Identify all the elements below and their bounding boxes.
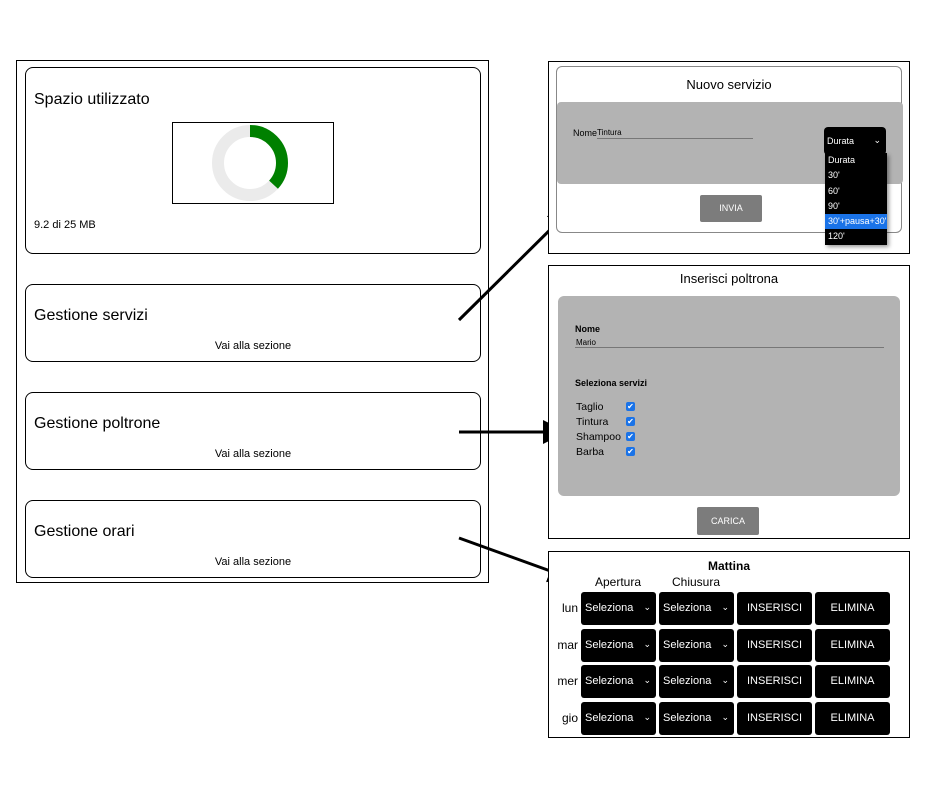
- opening-time-value: Seleziona: [585, 602, 634, 614]
- storage-title: Spazio utilizzato: [34, 91, 150, 108]
- day-label: gio: [561, 711, 578, 725]
- duration-select[interactable]: Durata ⌄: [824, 127, 886, 155]
- service-checkbox[interactable]: ✔: [626, 432, 635, 441]
- chair-name-field[interactable]: [575, 337, 884, 348]
- service-option-label: Shampoo: [576, 431, 621, 443]
- chevron-down-icon: ⌄: [643, 712, 651, 722]
- chevron-down-icon: ⌄: [721, 639, 729, 649]
- opening-time-select[interactable]: Seleziona ⌄: [581, 629, 656, 662]
- new-chair-panel: Inserisci poltrona Nome Seleziona serviz…: [548, 265, 910, 539]
- opening-time-select[interactable]: Seleziona ⌄: [581, 665, 656, 698]
- opening-time-value: Seleziona: [585, 675, 634, 687]
- service-checkbox[interactable]: ✔: [626, 417, 635, 426]
- service-name-field[interactable]: [597, 127, 753, 139]
- closing-column-header: Chiusura: [672, 575, 721, 589]
- services-section-card: Gestione servizi Vai alla sezione: [25, 284, 481, 362]
- service-checkbox[interactable]: ✔: [626, 447, 635, 456]
- chevron-down-icon: ⌄: [643, 639, 651, 649]
- opening-time-value: Seleziona: [585, 639, 634, 651]
- day-label: mar: [557, 638, 578, 652]
- services-section-link[interactable]: Vai alla sezione: [214, 340, 292, 352]
- new-service-title: Nuovo servizio: [686, 77, 772, 92]
- services-section-title: Gestione servizi: [34, 307, 148, 324]
- chevron-down-icon: ⌄: [721, 602, 729, 612]
- chevron-down-icon: ⌄: [873, 135, 881, 145]
- closing-time-select[interactable]: Seleziona ⌄: [659, 702, 734, 735]
- new-chair-form-body: Nome Seleziona servizi Taglio ✔ Tintura …: [558, 296, 900, 496]
- closing-time-select[interactable]: Seleziona ⌄: [659, 592, 734, 625]
- delete-hours-button[interactable]: ELIMINA: [815, 629, 890, 662]
- insert-hours-button[interactable]: INSERISCI: [737, 665, 812, 698]
- chair-name-label: Nome: [575, 324, 601, 334]
- delete-hours-button[interactable]: ELIMINA: [815, 702, 890, 735]
- new-service-panel: Nuovo servizio Nome Durata ⌄ INVIA: [548, 61, 910, 254]
- hours-section-title: Gestione orari: [34, 523, 135, 540]
- duration-option[interactable]: 90': [828, 200, 840, 211]
- chairs-section-link[interactable]: Vai alla sezione: [214, 448, 292, 460]
- opening-column-header: Apertura: [595, 575, 642, 589]
- duration-dropdown-list: Durata 30' 60' 90' 30'+pausa+30' 120': [825, 153, 887, 245]
- opening-time-select[interactable]: Seleziona ⌄: [581, 702, 656, 735]
- submit-service-button[interactable]: INVIA: [700, 195, 762, 222]
- storage-donut-svg: [212, 125, 288, 201]
- closing-time-select[interactable]: Seleziona ⌄: [659, 665, 734, 698]
- dashboard-panel: Spazio utilizzato 9.2 di 25 MB Gestione …: [16, 60, 489, 583]
- closing-time-value: Seleziona: [663, 675, 712, 687]
- submit-chair-button[interactable]: CARICA: [697, 507, 759, 535]
- insert-hours-button[interactable]: INSERISCI: [737, 592, 812, 625]
- duration-option[interactable]: 60': [828, 185, 840, 196]
- new-chair-title: Inserisci poltrona: [679, 271, 779, 286]
- service-name-label: Nome: [573, 128, 598, 138]
- storage-usage-text: 9.2 di 25 MB: [34, 219, 96, 231]
- schedule-panel: Mattina Apertura Chiusura lun Seleziona …: [548, 551, 910, 738]
- insert-hours-button[interactable]: INSERISCI: [737, 629, 812, 662]
- hours-section-link[interactable]: Vai alla sezione: [214, 556, 292, 568]
- service-option-row: Taglio ✔: [576, 400, 656, 414]
- storage-donut-chart: [172, 122, 334, 204]
- delete-hours-button[interactable]: ELIMINA: [815, 592, 890, 625]
- chairs-section-title: Gestione poltrone: [34, 415, 161, 432]
- chevron-down-icon: ⌄: [721, 675, 729, 685]
- duration-option[interactable]: 120': [828, 231, 845, 242]
- storage-used-ring: [212, 125, 288, 201]
- service-option-row: Tintura ✔: [576, 415, 656, 429]
- service-option-label: Taglio: [576, 401, 604, 413]
- service-option-row: Barba ✔: [576, 445, 656, 459]
- duration-select-value: Durata: [827, 136, 855, 146]
- schedule-title: Mattina: [708, 559, 750, 573]
- service-option-label: Barba: [576, 446, 605, 458]
- day-label: mer: [557, 674, 578, 688]
- opening-time-select[interactable]: Seleziona ⌄: [581, 592, 656, 625]
- closing-time-value: Seleziona: [663, 639, 712, 651]
- chevron-down-icon: ⌄: [721, 712, 729, 722]
- closing-time-value: Seleziona: [663, 602, 712, 614]
- chevron-down-icon: ⌄: [643, 675, 651, 685]
- delete-hours-button[interactable]: ELIMINA: [815, 665, 890, 698]
- duration-option[interactable]: Durata: [828, 155, 856, 165]
- closing-time-select[interactable]: Seleziona ⌄: [659, 629, 734, 662]
- chairs-section-card: Gestione poltrone Vai alla sezione: [25, 392, 481, 470]
- hours-section-card: Gestione orari Vai alla sezione: [25, 500, 481, 578]
- service-option-row: Shampoo ✔: [576, 430, 656, 444]
- select-services-label: Seleziona servizi: [575, 378, 648, 388]
- duration-option[interactable]: 30': [828, 170, 840, 181]
- duration-option[interactable]: 30'+pausa+30': [825, 214, 887, 230]
- opening-time-value: Seleziona: [585, 712, 634, 724]
- storage-card: Spazio utilizzato 9.2 di 25 MB: [25, 67, 481, 254]
- service-option-label: Tintura: [576, 416, 609, 428]
- insert-hours-button[interactable]: INSERISCI: [737, 702, 812, 735]
- day-label: lun: [561, 601, 578, 615]
- closing-time-value: Seleziona: [663, 712, 712, 724]
- service-checkbox[interactable]: ✔: [626, 402, 635, 411]
- chevron-down-icon: ⌄: [643, 602, 651, 612]
